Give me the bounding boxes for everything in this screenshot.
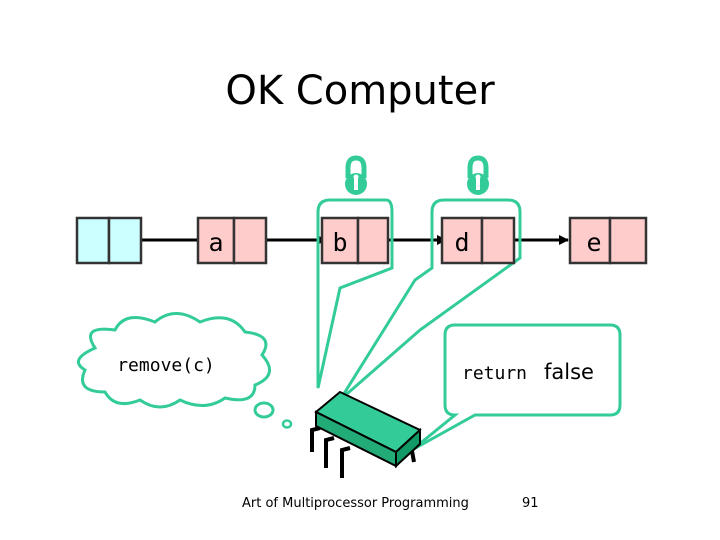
thought-dot-small bbox=[281, 419, 293, 429]
node-label-a: a bbox=[208, 228, 223, 257]
thread-chip-icon bbox=[310, 390, 422, 478]
node-label-d: d bbox=[454, 228, 469, 257]
node-label-b: b bbox=[332, 228, 347, 257]
slide-title: OK Computer bbox=[225, 68, 495, 114]
return-value: false bbox=[544, 360, 594, 384]
node-label-e: e bbox=[586, 228, 601, 257]
hand-over-hand-outline-d bbox=[338, 198, 522, 402]
list-node-b: b bbox=[320, 216, 390, 265]
return-keyword: return bbox=[462, 363, 527, 384]
thought-cloud bbox=[76, 312, 271, 409]
thought-dot-large bbox=[253, 401, 275, 419]
hand-over-hand-outline-b bbox=[316, 198, 394, 389]
list-node-d: d bbox=[440, 216, 516, 265]
speech-bubble bbox=[411, 323, 622, 452]
page-number: 91 bbox=[522, 496, 539, 511]
thought-text: remove(c) bbox=[117, 355, 215, 376]
list-node-e: e bbox=[568, 216, 648, 265]
lock-icon bbox=[345, 155, 367, 195]
footer-text: Art of Multiprocessor Programming bbox=[242, 496, 469, 511]
lock-icon bbox=[467, 155, 489, 195]
list-node-head bbox=[75, 216, 143, 265]
list-node-a: a bbox=[196, 216, 268, 265]
